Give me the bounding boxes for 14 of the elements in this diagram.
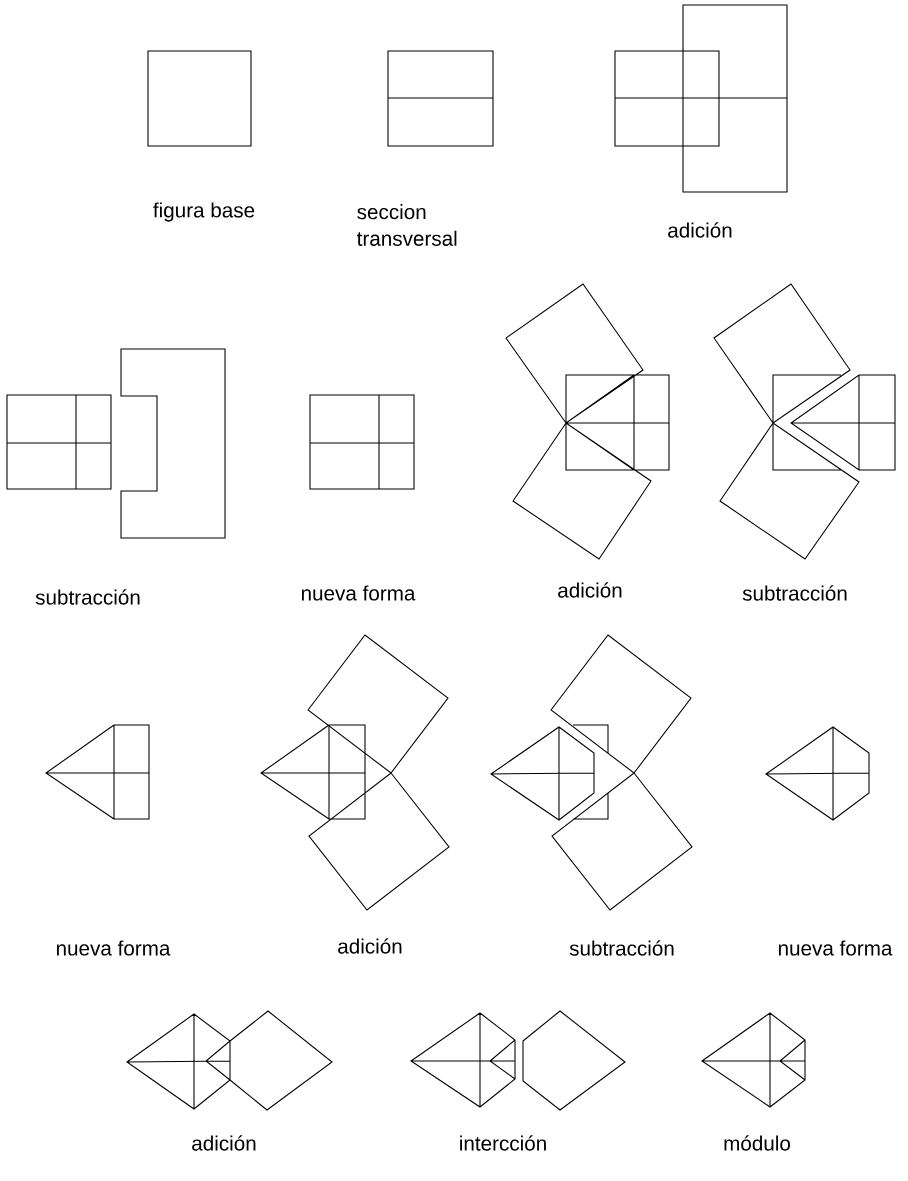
caption: intercción (460, 1135, 546, 1151)
caption: adición (192, 1135, 256, 1151)
caption: subtracción (742, 585, 847, 601)
caption: nueva forma (301, 585, 416, 601)
caption: subtracción (569, 940, 674, 956)
caption: subtracción (35, 589, 140, 605)
caption: módulo (724, 1135, 790, 1151)
caption: adición (558, 582, 622, 598)
caption: adición (668, 222, 732, 238)
caption: nueva forma (56, 940, 171, 956)
caption: seccion transversal (357, 204, 457, 246)
caption: figura base (153, 202, 255, 222)
caption: nueva forma (778, 940, 893, 956)
caption: adición (338, 938, 402, 954)
